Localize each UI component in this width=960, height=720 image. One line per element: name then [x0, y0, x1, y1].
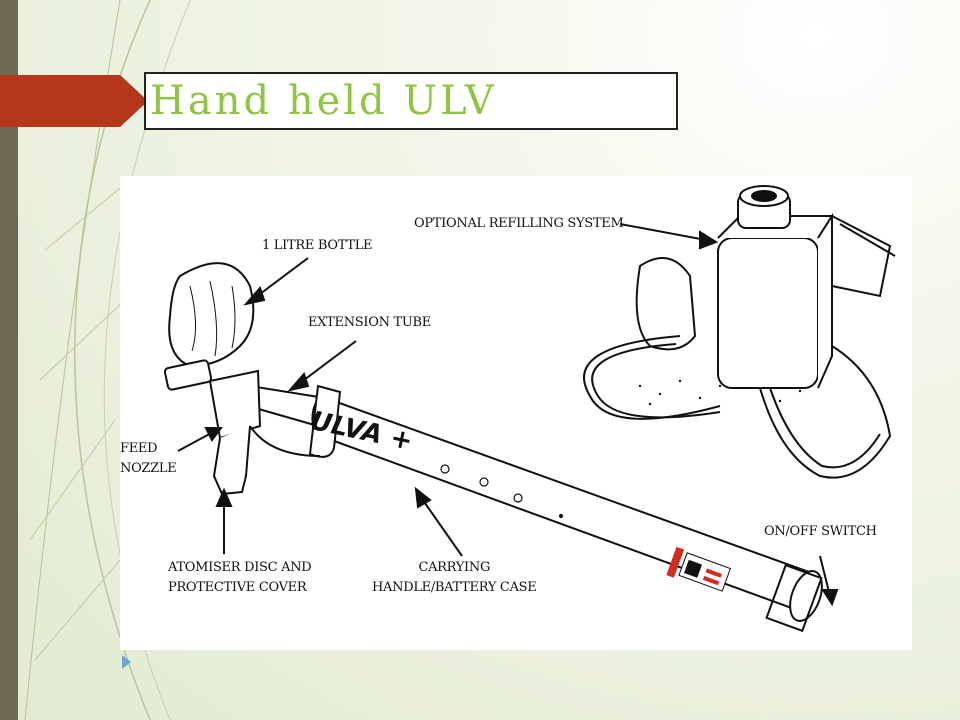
- tube-markings: [440, 464, 564, 519]
- leader-arrows: [177, 223, 839, 607]
- nozzle-head: [208, 369, 321, 496]
- ground-speckle: [638, 379, 802, 406]
- ulv-sprayer-diagram: 1 LITRE BOTTLE EXTENSION TUBE OPTIONAL R…: [120, 176, 912, 650]
- sprayer-illustration: [163, 185, 896, 633]
- bullet-arrow-icon: [122, 655, 131, 669]
- label-on-off-switch: ON/OFF SWITCH: [764, 524, 877, 539]
- slide-title: Hand held ULV: [150, 78, 497, 124]
- label-feed-nozzle: FEED NOZZLE: [120, 441, 177, 477]
- left-accent-bar: [0, 0, 18, 720]
- switch-end-cap: [765, 563, 823, 633]
- title-arrow-icon: [0, 75, 148, 127]
- label-refilling-system: OPTIONAL REFILLING SYSTEM: [414, 216, 624, 231]
- red-label: [666, 546, 732, 592]
- label-extension-tube: EXTENSION TUBE: [308, 315, 431, 330]
- label-atomiser: ATOMISER DISC AND PROTECTIVE COVER: [168, 560, 312, 596]
- label-carrying-handle: CARRYING HANDLE/BATTERY CASE: [372, 560, 537, 596]
- title-box: Hand held ULV: [144, 72, 678, 130]
- label-bottle: 1 LITRE BOTTLE: [262, 238, 373, 253]
- bottle: [163, 262, 255, 391]
- refilling-system: [583, 185, 896, 479]
